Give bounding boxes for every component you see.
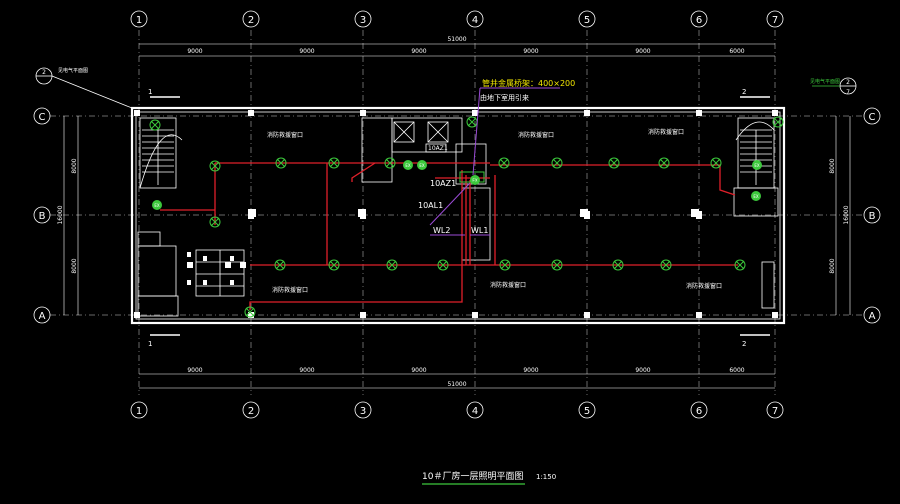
bottom-axis-bubbles: 1 2 3 4 5 6 7 xyxy=(130,401,784,419)
room-label: 消防救援窗口 xyxy=(267,131,303,139)
exit-label: EX xyxy=(472,178,478,183)
axis-label: 3 xyxy=(360,406,366,417)
exit-label: EX xyxy=(405,163,411,168)
total-dimension: 51000 xyxy=(447,36,466,43)
shaft-note: 管井金属桥架：400×200 xyxy=(482,78,575,88)
axis-label: 7 xyxy=(772,406,778,417)
panel-label: 10AL1 xyxy=(418,201,443,210)
span-dimension: 6000 xyxy=(729,367,744,374)
span-dimension: 9000 xyxy=(299,48,314,55)
panel-label: 10AZ1 xyxy=(430,179,456,188)
axis-label: 4 xyxy=(472,406,478,417)
section-label: 2 xyxy=(742,340,746,348)
side-dimension: 8000 xyxy=(829,158,836,173)
room-label: 消防救援窗口 xyxy=(648,128,684,136)
axis-label: 4 xyxy=(472,15,478,26)
section-label: 1 xyxy=(148,340,152,348)
section-label: 2 xyxy=(742,88,746,96)
span-dimension: 9000 xyxy=(299,367,314,374)
axis-label: 6 xyxy=(696,15,702,26)
section-marks: 1 1 2 2 xyxy=(148,88,770,348)
section-label: 1 xyxy=(148,88,152,96)
room-label: 消防救援窗口 xyxy=(490,281,526,289)
row-label: A xyxy=(869,311,876,322)
side-dimension: 8000 xyxy=(829,258,836,273)
ref-note: 见电气平面图 xyxy=(58,67,88,74)
span-dimension: 9000 xyxy=(523,367,538,374)
span-dimension: 9000 xyxy=(635,367,650,374)
exit-label: EX xyxy=(753,194,759,199)
row-axis-bubbles: C B A C B A xyxy=(33,107,881,324)
grid-lines xyxy=(50,30,865,395)
central-core xyxy=(361,117,491,261)
top-dimensions: 51000 9000 9000 9000 9000 9000 6000 xyxy=(139,36,775,57)
side-total: 16000 xyxy=(843,205,850,224)
ref-number: 2 xyxy=(846,79,850,86)
axis-label: 1 xyxy=(136,15,142,26)
row-label: A xyxy=(39,311,46,322)
room-label: 消防救援窗口 xyxy=(518,131,554,139)
span-dimension: 9000 xyxy=(187,48,202,55)
drawing-title-block: 10＃厂房一层照明平面图 1:150 xyxy=(422,470,556,485)
axis-label: 2 xyxy=(248,15,254,26)
side-dimension: 8000 xyxy=(71,258,78,273)
lamp-fixtures xyxy=(149,116,784,318)
side-dimensions: 8000 8000 16000 8000 8000 16000 xyxy=(57,116,851,315)
row-label: C xyxy=(869,112,876,123)
room-label: 消防救援窗口 xyxy=(686,282,722,290)
toilet-block xyxy=(137,231,246,317)
distribution-panels xyxy=(425,143,485,183)
ref-number: 7 xyxy=(846,89,850,96)
axis-label: 1 xyxy=(136,406,142,417)
row-label: B xyxy=(39,211,46,222)
exit-label: EX xyxy=(154,203,160,208)
wl1-label: WL1 xyxy=(471,226,488,235)
panel-label: 10AZ1 xyxy=(428,145,448,152)
row-label: C xyxy=(39,112,46,123)
axis-label: 6 xyxy=(696,406,702,417)
bay-markers xyxy=(248,209,699,217)
top-axis-bubbles: 1 2 3 4 5 6 7 xyxy=(130,10,784,28)
axis-label: 3 xyxy=(360,15,366,26)
ref-number: 2 xyxy=(42,69,46,76)
axis-label: 5 xyxy=(584,406,590,417)
span-dimension: 6000 xyxy=(729,48,744,55)
exit-label: EX xyxy=(419,163,425,168)
span-dimension: 9000 xyxy=(411,48,426,55)
ref-note: 见电气平面图 xyxy=(810,78,840,85)
side-total: 16000 xyxy=(57,205,64,224)
axis-label: 2 xyxy=(248,406,254,417)
axis-label: 7 xyxy=(772,15,778,26)
span-dimension: 9000 xyxy=(523,48,538,55)
side-dimension: 8000 xyxy=(71,158,78,173)
room-label: 消防救援窗口 xyxy=(272,286,308,294)
span-dimension: 9000 xyxy=(187,367,202,374)
right-ref-callout: 2 7 见电气平面图 xyxy=(810,77,857,96)
building-walls xyxy=(130,106,786,325)
row-label: B xyxy=(869,211,876,222)
drawing-scale: 1:150 xyxy=(536,473,556,481)
span-dimension: 9000 xyxy=(411,367,426,374)
annotation-leaders xyxy=(429,87,560,236)
bottom-dimensions: 9000 9000 9000 9000 9000 6000 51000 xyxy=(139,367,775,389)
left-stair xyxy=(139,117,183,189)
drawing-title: 10＃厂房一层照明平面图 xyxy=(422,470,523,482)
exit-signs: EX EX EX EX EX EX xyxy=(152,160,762,210)
exit-label: EX xyxy=(754,163,760,168)
shaft-note-2: 由地下室用引来 xyxy=(480,93,529,102)
total-dimension: 51000 xyxy=(447,381,466,388)
right-stair xyxy=(733,117,779,309)
lighting-circuits xyxy=(160,162,738,310)
left-ref-callout: 2 见电气平面图 xyxy=(35,67,133,109)
axis-label: 5 xyxy=(584,15,590,26)
span-dimension: 9000 xyxy=(635,48,650,55)
wl2-label: WL2 xyxy=(433,226,450,235)
